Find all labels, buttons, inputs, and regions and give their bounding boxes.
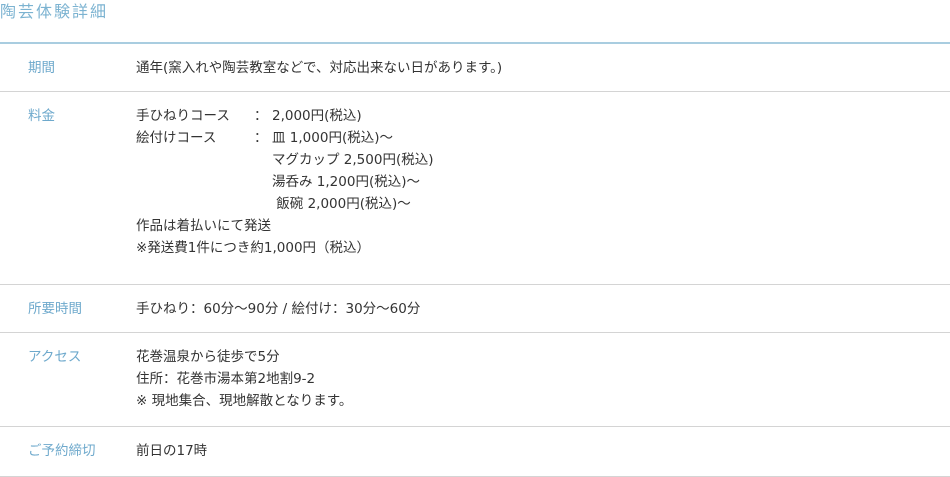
table-row-period: 期間 通年(窯入れや陶芸教室などで、対応出来ない日があります。) bbox=[0, 44, 950, 92]
access-line: 花巻温泉から徒歩で5分 bbox=[136, 349, 280, 365]
row-value: 手ひねり：60分〜90分 / 絵付け：30分〜60分 bbox=[136, 301, 421, 317]
page-title: 陶芸体験詳細 bbox=[0, 0, 950, 44]
row-value: 手ひねりコース ： 2,000円(税込) 絵付けコース ： 皿 1,000円(税… bbox=[136, 105, 950, 284]
shipping-fee-note: ※発送費1件につき約1,000円（税込） bbox=[136, 240, 371, 256]
course-separator: ： bbox=[254, 130, 268, 146]
course-name: 絵付けコース bbox=[136, 130, 217, 146]
table-row-deadline: ご予約締切 前日の17時 bbox=[0, 427, 950, 477]
price-item: マグカップ 2,500円(税込) bbox=[272, 152, 434, 168]
price-item: 湯呑み 1,200円(税込)〜 bbox=[272, 174, 420, 190]
details-table: 期間 通年(窯入れや陶芸教室などで、対応出来ない日があります。) 料金 手ひねり… bbox=[0, 44, 950, 477]
course-name: 手ひねりコース bbox=[136, 108, 230, 124]
table-row-duration: 所要時間 手ひねり：60分〜90分 / 絵付け：30分〜60分 bbox=[0, 285, 950, 333]
row-label: 料金 bbox=[28, 108, 55, 124]
row-label: ご予約締切 bbox=[28, 443, 96, 459]
row-value: 花巻温泉から徒歩で5分 住所：花巻市湯本第2地割9-2 ※ 現地集合、現地解散と… bbox=[136, 346, 950, 426]
row-label: アクセス bbox=[28, 349, 82, 365]
price-item: 皿 1,000円(税込)〜 bbox=[272, 130, 393, 146]
table-row-access: アクセス 花巻温泉から徒歩で5分 住所：花巻市湯本第2地割9-2 ※ 現地集合、… bbox=[0, 333, 950, 427]
table-row-fee: 料金 手ひねりコース ： 2,000円(税込) 絵付けコース ： 皿 1,000… bbox=[0, 92, 950, 285]
access-note: ※ 現地集合、現地解散となります。 bbox=[136, 393, 353, 409]
shipping-note: 作品は着払いにて発送 bbox=[136, 218, 271, 234]
row-value: 前日の17時 bbox=[136, 443, 208, 459]
price-item: 飯碗 2,000円(税込)〜 bbox=[272, 196, 411, 212]
fee-course-painting: 絵付けコース ： 皿 1,000円(税込)〜 マグカップ 2,500円(税込) … bbox=[136, 127, 950, 215]
row-value: 通年(窯入れや陶芸教室などで、対応出来ない日があります。) bbox=[136, 60, 503, 76]
course-price: 2,000円(税込) bbox=[272, 108, 362, 124]
access-address: 住所：花巻市湯本第2地割9-2 bbox=[136, 371, 316, 387]
row-label: 所要時間 bbox=[28, 301, 82, 317]
course-price-list: 皿 1,000円(税込)〜 マグカップ 2,500円(税込) 湯呑み 1,200… bbox=[272, 127, 950, 215]
course-separator: ： bbox=[254, 108, 268, 124]
fee-course-handbuilding: 手ひねりコース ： 2,000円(税込) bbox=[136, 105, 950, 127]
row-label: 期間 bbox=[28, 60, 55, 76]
